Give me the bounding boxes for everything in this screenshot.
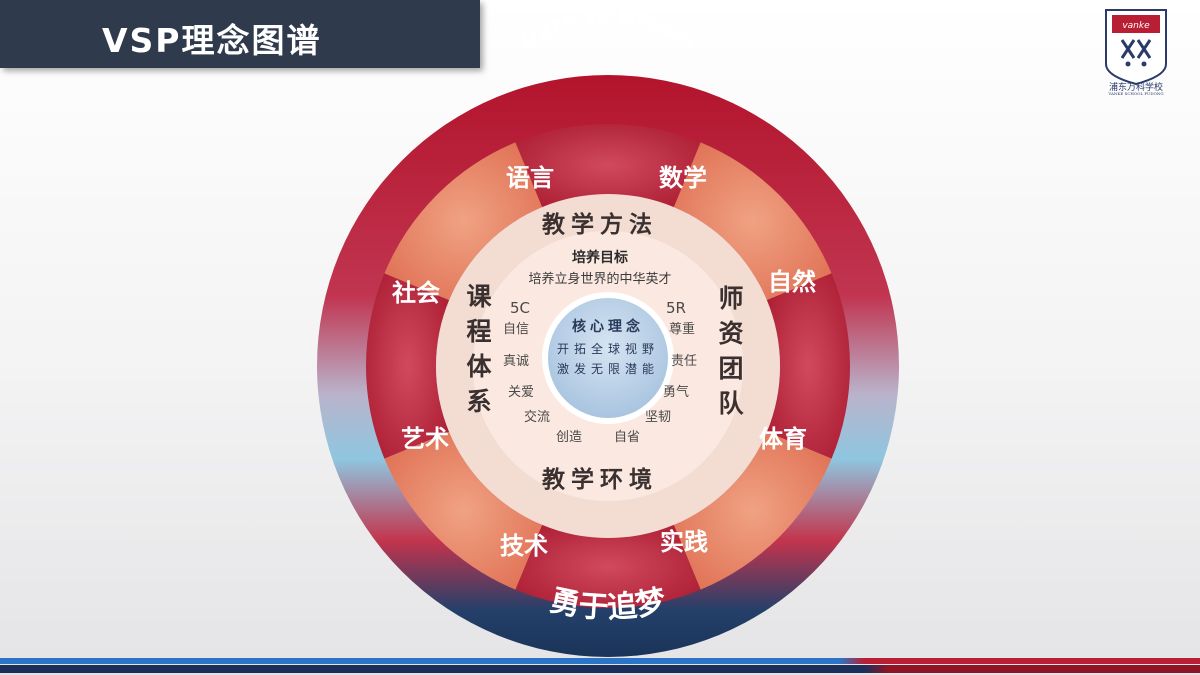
logo-wordmark: vanke (1122, 21, 1150, 31)
five-r-label: 5R (666, 299, 686, 317)
five-r-item-3: 勇气 (663, 384, 689, 400)
core-line-2: 激发无限潜能 (557, 361, 659, 376)
pillar-bottom: 教学环境 (542, 466, 658, 493)
slide-title: VSP理念图谱 (102, 21, 322, 60)
logo-subtitle: VANKE SCHOOL PUDONG (1108, 91, 1164, 96)
segment-8 (384, 142, 543, 301)
five-c-item-4: 交流 (524, 409, 550, 425)
segment-label-5: 实践 (660, 528, 708, 556)
segment-4 (673, 431, 832, 590)
five-r-item-5: 自省 (614, 430, 640, 445)
pillar-left-char-4: 系 (466, 387, 491, 416)
segment-label-1: 语言 (506, 164, 554, 192)
pillar-top: 教学方法 (542, 211, 658, 238)
pillar-right-char-2: 资 (718, 319, 743, 348)
pillar-left-char-1: 课 (466, 282, 492, 311)
core-circle (548, 298, 668, 418)
five-r-item-1: 尊重 (669, 321, 695, 337)
segment-label-3: 自然 (768, 268, 816, 296)
segment-label-7: 艺术 (401, 425, 449, 453)
pillar-left-char-3: 体 (466, 352, 492, 381)
bottom-stripes (0, 654, 1200, 675)
segment-ring (366, 124, 850, 608)
segment-2 (673, 142, 832, 301)
five-c-item-2: 真诚 (503, 354, 529, 369)
pillar-right-char-3: 团 (718, 354, 743, 383)
outer-top-text: Dare To Dream (516, 5, 700, 53)
goal-heading: 培养目标 (572, 249, 628, 266)
pillar-right-char-1: 师 (718, 284, 743, 313)
core-line-1: 开拓全球视野 (557, 341, 659, 356)
core-heading: 核心理念 (572, 318, 644, 335)
segment-5 (515, 524, 701, 608)
five-r-item-2: 责任 (671, 354, 697, 369)
five-c-label: 5C (510, 299, 530, 317)
segment-7 (366, 273, 450, 459)
five-r-item-4: 坚韧 (645, 410, 671, 425)
segment-label-4: 体育 (759, 425, 807, 453)
title-bar: VSP理念图谱 (0, 0, 480, 68)
five-c-item-5: 创造 (556, 430, 582, 445)
segment-6 (384, 431, 543, 590)
five-c-item-1: 自信 (503, 322, 529, 337)
five-c-item-3: 关爱 (508, 385, 534, 400)
segment-label-8: 社会 (392, 279, 440, 307)
logo-caption: 浦东万科学校 (1108, 83, 1163, 93)
school-logo: vanke (1105, 9, 1167, 86)
segment-label-2: 数学 (659, 164, 707, 192)
pillar-left-char-2: 程 (466, 317, 491, 346)
pillar-right-char-4: 队 (718, 389, 744, 418)
goal-text: 培养立身世界的中华英才 (528, 271, 671, 287)
segment-3 (766, 273, 850, 459)
segment-label-6: 技术 (500, 532, 548, 560)
segment-1 (515, 124, 701, 208)
